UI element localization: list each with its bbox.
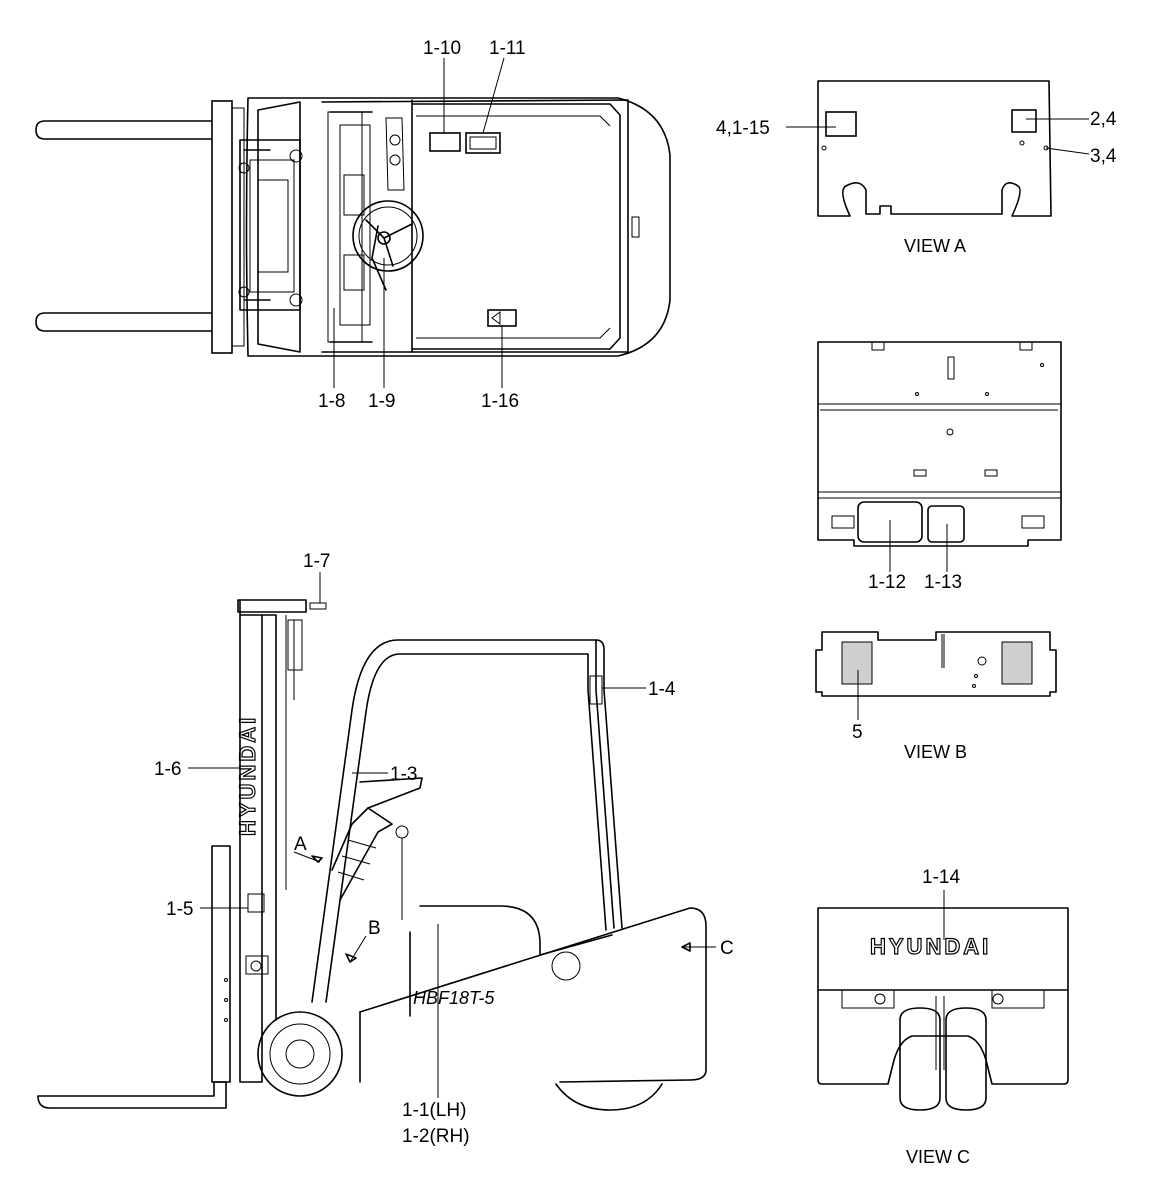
view-b: 5 VIEW B bbox=[815, 631, 1057, 762]
decal-1-13-marker bbox=[927, 505, 965, 543]
label-1-14: 1-14 bbox=[922, 867, 960, 888]
label-1-16: 1-16 bbox=[481, 391, 519, 412]
decal-1-5-marker bbox=[247, 893, 265, 913]
mast-brand-decal: HYUNDAI bbox=[235, 715, 260, 836]
decal-1-10-marker bbox=[429, 132, 461, 152]
model-badge-decal: HBF18T-5 bbox=[413, 988, 495, 1008]
side-view: HBF18T-5 HYUNDAI 1-7 1-4 1-6 1-3 1-5 A B… bbox=[37, 551, 734, 1147]
decal-2-4-marker bbox=[1011, 109, 1037, 133]
label-1-12: 1-12 bbox=[868, 572, 906, 593]
decal-1-11-marker bbox=[465, 132, 501, 154]
view-a: 4,1-15 2,4 3,4 VIEW A bbox=[716, 80, 1117, 256]
label-2-4: 2,4 bbox=[1090, 109, 1117, 130]
label-1-6: 1-6 bbox=[154, 759, 181, 780]
label-1-5: 1-5 bbox=[166, 899, 193, 920]
label-3-4: 3,4 bbox=[1090, 146, 1117, 167]
label-5: 5 bbox=[852, 722, 863, 743]
decal-1-4-marker bbox=[589, 675, 603, 705]
label-1-11: 1-11 bbox=[489, 38, 526, 59]
label-1-4: 1-4 bbox=[648, 679, 676, 700]
rear-brand-decal: HYUNDAI bbox=[870, 934, 991, 959]
label-1-8: 1-8 bbox=[318, 391, 345, 412]
label-1-7: 1-7 bbox=[303, 551, 330, 572]
label-1-13: 1-13 bbox=[924, 572, 962, 593]
label-1-10: 1-10 bbox=[423, 38, 461, 59]
caption-view-b: VIEW B bbox=[904, 742, 967, 762]
view-c: HYUNDAI 1-14 VIEW C bbox=[817, 867, 1069, 1167]
label-1-3: 1-3 bbox=[390, 764, 417, 785]
top-view: 1-10 1-11 1-8 1-9 1-16 bbox=[35, 38, 671, 412]
caption-view-c: VIEW C bbox=[906, 1147, 970, 1167]
label-1-2: 1-2(RH) bbox=[402, 1126, 470, 1147]
label-1-1: 1-1(LH) bbox=[402, 1100, 466, 1121]
label-b: B bbox=[368, 918, 381, 939]
decal-5-marker bbox=[841, 641, 873, 685]
decal-1-7-marker bbox=[309, 602, 327, 610]
caption-view-a: VIEW A bbox=[904, 236, 966, 256]
label-1-9: 1-9 bbox=[368, 391, 395, 412]
label-4-1-15: 4,1-15 bbox=[716, 118, 770, 139]
label-a: A bbox=[294, 834, 307, 855]
label-c: C bbox=[720, 938, 734, 959]
decal-4-1-15-marker bbox=[825, 111, 857, 137]
floor-panel-view: 1-12 1-13 bbox=[817, 341, 1062, 593]
